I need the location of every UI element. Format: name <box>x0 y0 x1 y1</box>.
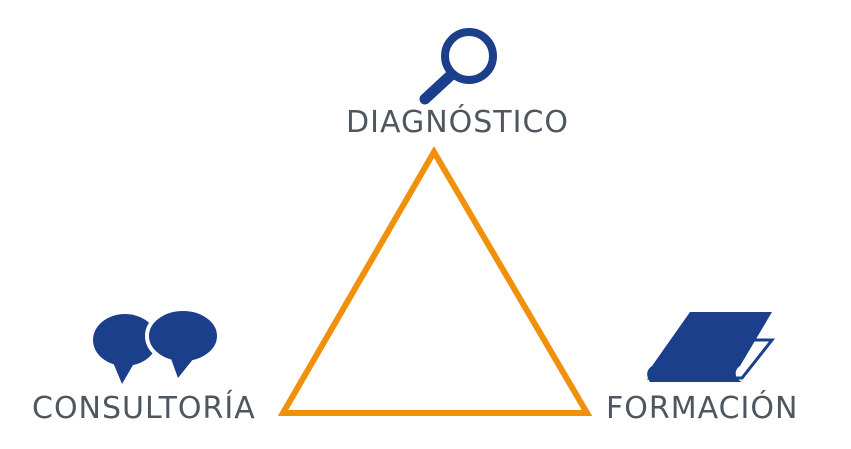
label-diagnostico: DIAGNÓSTICO <box>346 105 570 140</box>
label-consultoria: CONSULTORÍA <box>32 391 256 426</box>
label-formacion: FORMACIÓN <box>606 391 799 426</box>
magnifier-icon <box>419 28 497 105</box>
book-icon <box>646 312 776 382</box>
triangle-outline <box>277 146 593 416</box>
speech-bubbles-icon <box>93 307 221 384</box>
